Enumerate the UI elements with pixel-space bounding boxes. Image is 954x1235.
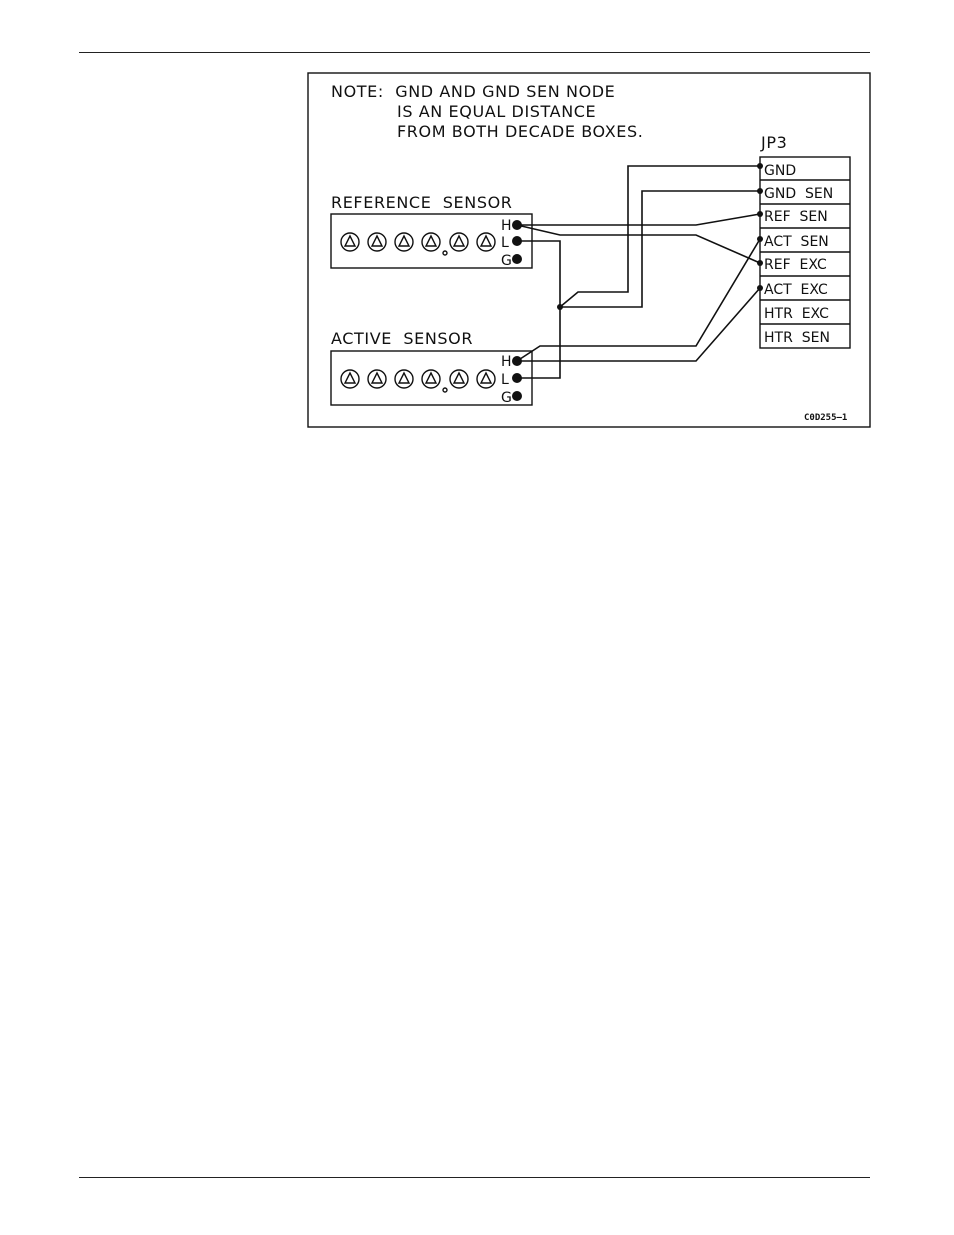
- pin-act-exc-dot: [757, 285, 763, 291]
- pin-ref-sen-dot: [757, 211, 763, 217]
- figure-code: C0D255–1: [804, 413, 847, 423]
- ref-terminal-g: [512, 254, 522, 264]
- pin-htr-sen: HTR SEN: [764, 330, 830, 346]
- wire-ref-h-to-ref-sen: [517, 214, 760, 225]
- act-terminal-h-label: H: [501, 354, 512, 370]
- ref-terminal-g-label: G: [501, 253, 512, 269]
- act-terminal-l-label: L: [501, 372, 509, 388]
- wiring: [517, 163, 763, 378]
- wire-ref-l-to-node: [517, 241, 560, 307]
- pin-gnd-dot: [757, 163, 763, 169]
- pin-ref-exc: REF EXC: [764, 257, 827, 273]
- reference-dial-row: [341, 233, 495, 255]
- pin-ref-sen: REF SEN: [764, 209, 828, 225]
- pin-act-sen-dot: [757, 236, 763, 242]
- active-dial-row: [341, 370, 495, 392]
- pin-act-sen: ACT SEN: [764, 234, 829, 250]
- active-sensor-title: ACTIVE SENSOR: [331, 329, 473, 348]
- act-terminal-g: [512, 391, 522, 401]
- pin-act-exc: ACT EXC: [764, 282, 828, 298]
- ref-terminal-l-label: L: [501, 235, 509, 251]
- note-line-3: FROM BOTH DECADE BOXES.: [397, 122, 643, 141]
- note-line-2: IS AN EQUAL DISTANCE: [397, 102, 596, 121]
- wire-ref-h-to-ref-exc: [517, 225, 760, 263]
- wire-act-l-to-node: [517, 307, 560, 378]
- wire-act-h-to-act-sen: [517, 239, 760, 361]
- ref-terminal-h-label: H: [501, 218, 512, 234]
- act-terminal-g-label: G: [501, 390, 512, 406]
- pin-gnd: GND: [764, 163, 796, 179]
- note-line-1: NOTE: GND AND GND SEN NODE: [331, 82, 615, 101]
- pin-gnd-sen: GND SEN: [764, 186, 833, 202]
- connector-title: JP3: [760, 133, 787, 152]
- pin-gnd-sen-dot: [757, 188, 763, 194]
- reference-sensor-title: REFERENCE SENSOR: [331, 193, 513, 212]
- pin-htr-exc: HTR EXC: [764, 306, 829, 322]
- pin-ref-exc-dot: [757, 260, 763, 266]
- wire-node-to-gnd: [560, 166, 760, 307]
